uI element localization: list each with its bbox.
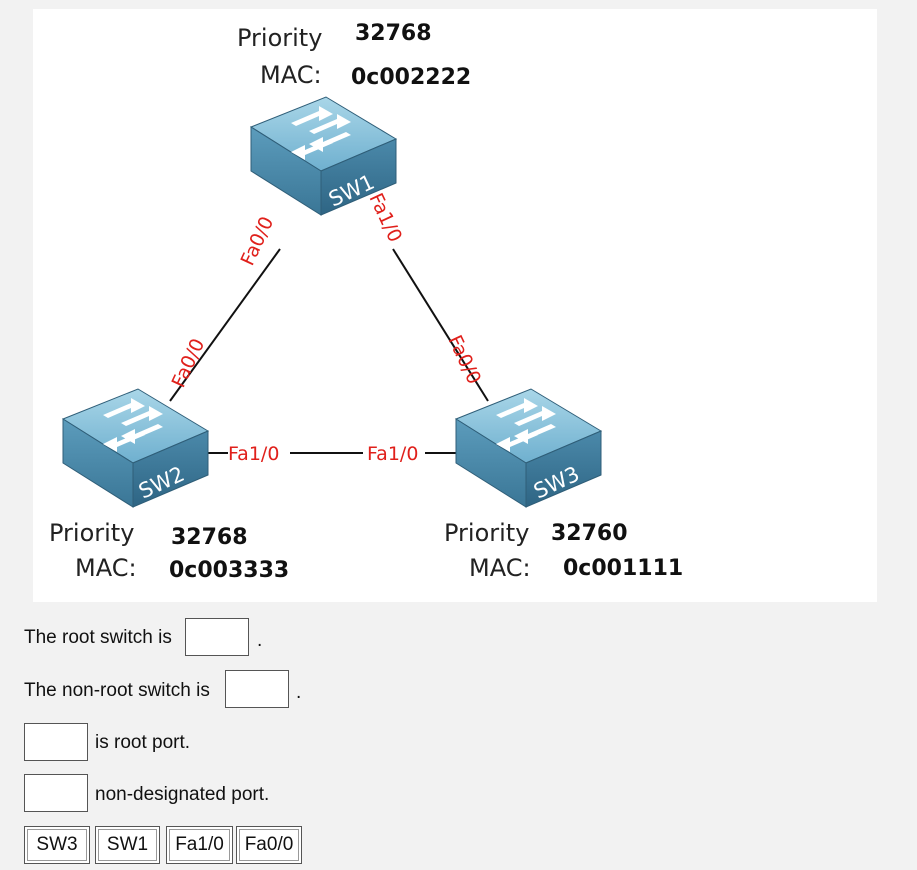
sw2-mac-label: MAC:: [75, 554, 137, 582]
sw1-priority-label: Priority: [237, 24, 322, 52]
non-root-switch-drop-zone[interactable]: [225, 670, 289, 708]
sw3-mac-value: 0c001111: [563, 556, 683, 581]
q1-period: .: [257, 630, 263, 651]
option-fa1-0[interactable]: Fa1/0: [166, 826, 233, 864]
sw2-priority-value: 32768: [171, 525, 248, 550]
q3-text: is root port.: [95, 732, 191, 753]
sw3-mac-label: MAC:: [469, 554, 531, 582]
sw3-priority-label: Priority: [444, 519, 529, 547]
link-sw1-sw3: [392, 248, 489, 402]
q1-text: The root switch is: [24, 627, 172, 648]
option-sw3[interactable]: SW3: [24, 826, 90, 864]
non-designated-port-drop-zone[interactable]: [24, 774, 88, 812]
sw1-mac-value: 0c002222: [351, 65, 471, 90]
sw2-mac-value: 0c003333: [169, 558, 289, 583]
switch-sw3: [455, 388, 602, 508]
switch-sw2: [62, 388, 209, 508]
port-sw3-fa1: Fa1/0: [367, 443, 418, 465]
port-sw2-fa0: Fa0/0: [168, 335, 210, 391]
option-fa0-0[interactable]: Fa0/0: [236, 826, 302, 864]
sw1-mac-label: MAC:: [260, 61, 322, 89]
port-sw1-fa1: Fa1/0: [364, 190, 406, 246]
option-sw1[interactable]: SW1: [95, 826, 160, 864]
q2-period: .: [296, 682, 302, 703]
sw2-priority-label: Priority: [49, 519, 134, 547]
link-sw1-sw2: [169, 248, 281, 402]
network-diagram: SW1 SW2 SW3 Fa0/0 Fa0/0 Fa1/0 Fa0/0 Fa1/…: [33, 9, 877, 602]
sw3-priority-value: 32760: [551, 521, 628, 546]
q4-text: non-designated port.: [95, 784, 270, 805]
q2-text: The non-root switch is: [24, 680, 210, 701]
topology-graphic: SW1 SW2 SW3 Fa0/0 Fa0/0 Fa1/0 Fa0/0 Fa1/…: [49, 21, 683, 583]
root-port-drop-zone[interactable]: [24, 723, 88, 761]
port-sw2-fa1: Fa1/0: [228, 443, 279, 465]
root-switch-drop-zone[interactable]: [185, 618, 249, 656]
port-sw3-fa0: Fa0/0: [443, 332, 485, 388]
sw1-priority-value: 32768: [355, 21, 432, 46]
